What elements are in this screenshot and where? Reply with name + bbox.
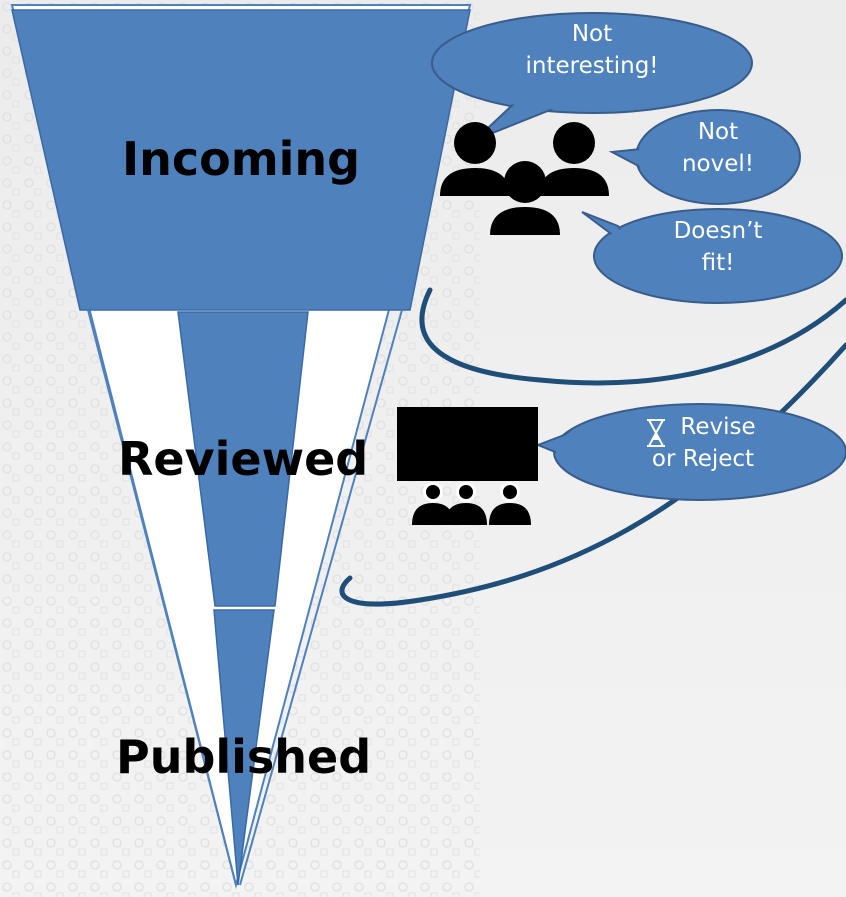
funnel-stage-reviewed xyxy=(177,311,309,607)
hourglass-icon xyxy=(647,419,665,447)
funnel-stage-incoming xyxy=(11,9,471,311)
bubble-text-not-interesting: Not interesting! xyxy=(525,21,659,80)
audience-presentation-icon xyxy=(397,407,538,525)
group-of-people-icon xyxy=(440,122,609,235)
funnel-edge-left xyxy=(87,309,237,886)
funnel-stage-published xyxy=(213,609,275,886)
bubble-not-novel xyxy=(608,109,801,205)
bubble-doesnt-fit xyxy=(581,208,843,304)
stage-label-published: Published xyxy=(116,730,372,784)
bubble-not-interesting xyxy=(431,12,753,141)
bubble-text-doesnt-fit: Doesn’t fit! xyxy=(673,218,763,277)
bubble-text-revise-reject: Revise or Reject xyxy=(651,414,756,473)
bubble-text-not-novel: Not novel! xyxy=(681,119,755,178)
rejection-arrow-top xyxy=(419,287,846,386)
stage-label-incoming: Incoming xyxy=(122,132,361,186)
bubble-revise-reject xyxy=(535,403,846,501)
funnel-edge-right xyxy=(239,309,403,886)
stage-label-reviewed: Reviewed xyxy=(118,432,369,486)
